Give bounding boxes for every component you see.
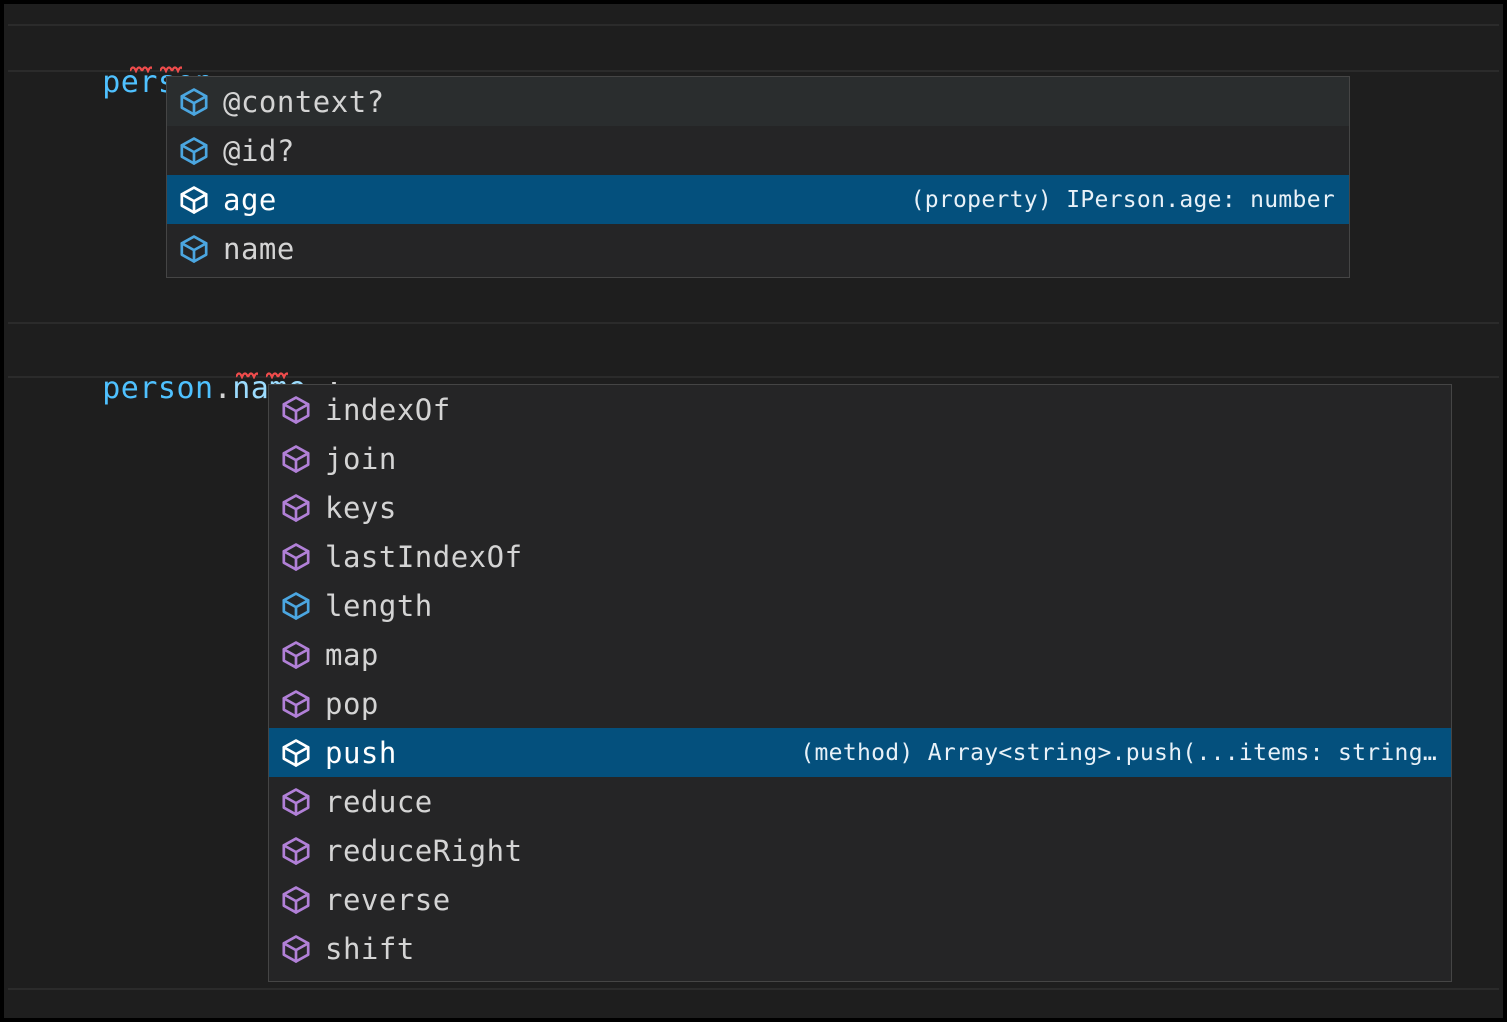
property-cube-icon bbox=[282, 591, 310, 620]
suggest-item-label: age bbox=[223, 182, 277, 217]
suggest-item-lastindexof[interactable]: lastIndexOf bbox=[269, 532, 1451, 581]
suggest-item-label: reduceRight bbox=[325, 833, 523, 868]
suggest-item-label: map bbox=[325, 637, 379, 672]
suggest-widget-person-name[interactable]: indexOf join keys bbox=[268, 384, 1452, 982]
property-cube-icon bbox=[180, 234, 208, 263]
suggest-item-shift[interactable]: shift bbox=[269, 924, 1451, 973]
suggest-item-reduceright[interactable]: reduceRight bbox=[269, 826, 1451, 875]
suggest-item-map[interactable]: map bbox=[269, 630, 1451, 679]
suggest-item-indexof[interactable]: indexOf bbox=[269, 385, 1451, 434]
code-token-variable: person bbox=[102, 371, 214, 406]
suggest-item-label: push bbox=[325, 735, 397, 770]
block-separator bbox=[8, 376, 1499, 378]
method-cube-icon bbox=[282, 395, 310, 424]
suggest-item-label: join bbox=[325, 441, 397, 476]
block-separator bbox=[8, 24, 1499, 26]
block-separator bbox=[8, 988, 1499, 990]
suggest-item-label: reduce bbox=[325, 784, 433, 819]
method-cube-icon bbox=[282, 787, 310, 816]
suggest-item-label: reverse bbox=[325, 882, 451, 917]
suggest-item-length[interactable]: length bbox=[269, 581, 1451, 630]
suggest-item-context[interactable]: @context? bbox=[167, 77, 1349, 126]
suggest-item-join[interactable]: join bbox=[269, 434, 1451, 483]
block-separator bbox=[8, 70, 1499, 72]
suggest-item-age[interactable]: age (property) IPerson.age: number bbox=[167, 175, 1349, 224]
suggest-item-id[interactable]: @id? bbox=[167, 126, 1349, 175]
suggest-item-label: lastIndexOf bbox=[325, 539, 523, 574]
suggest-item-label: @id? bbox=[223, 133, 295, 168]
error-squiggle bbox=[130, 64, 152, 73]
error-squiggle bbox=[266, 370, 288, 379]
property-cube-icon bbox=[180, 136, 208, 165]
block-separator bbox=[8, 322, 1499, 324]
suggest-item-reverse[interactable]: reverse bbox=[269, 875, 1451, 924]
code-token-dot: . bbox=[213, 371, 233, 406]
suggest-item-push[interactable]: push (method) Array<string>.push(...item… bbox=[269, 728, 1451, 777]
suggest-item-label: pop bbox=[325, 686, 379, 721]
method-cube-icon bbox=[282, 542, 310, 571]
suggest-item-label: @context? bbox=[223, 84, 385, 119]
error-squiggle bbox=[236, 370, 258, 379]
suggest-widget-person[interactable]: @context? @id? age bbox=[166, 76, 1350, 278]
method-cube-icon bbox=[282, 836, 310, 865]
property-cube-icon bbox=[180, 185, 208, 214]
suggest-item-keys[interactable]: keys bbox=[269, 483, 1451, 532]
suggest-item-label: keys bbox=[325, 490, 397, 525]
suggest-item-detail: (method) Array<string>.push(...items: st… bbox=[800, 739, 1437, 766]
property-cube-icon bbox=[180, 87, 208, 116]
suggest-item-label: shift bbox=[325, 931, 415, 966]
error-squiggle bbox=[160, 64, 182, 73]
method-cube-icon bbox=[282, 640, 310, 669]
method-cube-icon bbox=[282, 934, 310, 963]
suggest-item-label: name bbox=[223, 231, 295, 266]
suggest-item-detail: (property) IPerson.age: number bbox=[910, 186, 1335, 213]
method-cube-icon bbox=[282, 885, 310, 914]
method-cube-icon bbox=[282, 738, 310, 767]
method-cube-icon bbox=[282, 493, 310, 522]
suggest-item-label: length bbox=[325, 588, 433, 623]
method-cube-icon bbox=[282, 689, 310, 718]
suggest-item-label: indexOf bbox=[325, 392, 451, 427]
suggest-item-name[interactable]: name bbox=[167, 224, 1349, 273]
method-cube-icon bbox=[282, 444, 310, 473]
suggest-item-pop[interactable]: pop bbox=[269, 679, 1451, 728]
suggest-item-reduce[interactable]: reduce bbox=[269, 777, 1451, 826]
